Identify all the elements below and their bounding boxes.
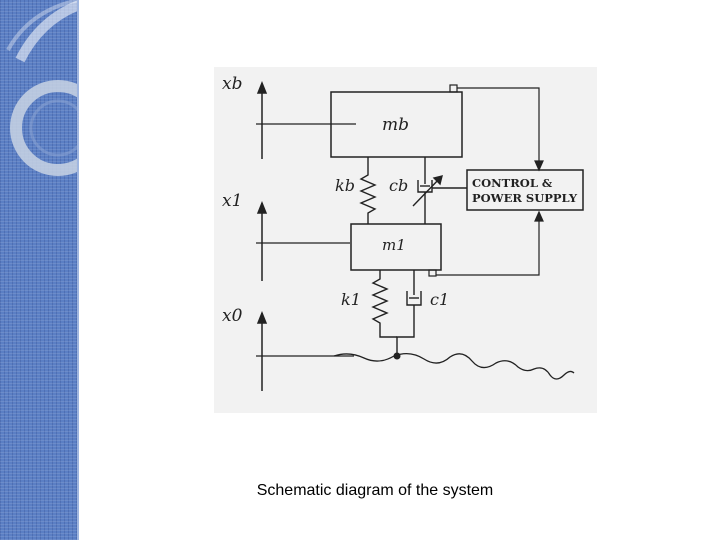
control-box	[466, 169, 584, 211]
control-box-line2: POWER SUPPLY	[472, 191, 578, 205]
label-kb: kb	[335, 176, 355, 195]
label-x1: x1	[222, 191, 242, 211]
label-x0: x0	[222, 306, 243, 326]
label-k1: k1	[341, 290, 361, 309]
figure-caption: Schematic diagram of the system	[256, 482, 494, 499]
displacement-axes	[256, 80, 268, 391]
control-box-line1: CONTROL &	[472, 176, 553, 190]
signal-lines	[436, 87, 544, 276]
mass-m1	[350, 223, 442, 271]
reference-lines	[256, 123, 356, 357]
spring-kb	[359, 157, 377, 224]
label-xb: xb	[222, 74, 242, 94]
spring-k1	[371, 270, 397, 338]
label-mb: mb	[382, 115, 409, 135]
sidebar-edge	[77, 0, 79, 540]
decorative-sidebar	[0, 0, 79, 540]
schematic-diagram: xb x1 x0 mb m1 kb cb k1 c1 CONTROL & POW…	[222, 74, 584, 391]
road-profile	[333, 352, 575, 380]
label-m1: m1	[382, 236, 406, 254]
label-cb: cb	[389, 176, 408, 195]
damper-cb	[412, 157, 467, 224]
mass-mb	[330, 91, 463, 158]
damper-c1	[396, 270, 422, 356]
sidebar-rings-decoration	[6, 0, 79, 176]
sensor-mb	[449, 84, 458, 93]
label-c1: c1	[430, 290, 449, 309]
schematic-figure: xb x1 x0 mb m1 kb cb k1 c1 CONTROL & POW…	[214, 67, 597, 413]
sensor-m1	[428, 269, 437, 277]
